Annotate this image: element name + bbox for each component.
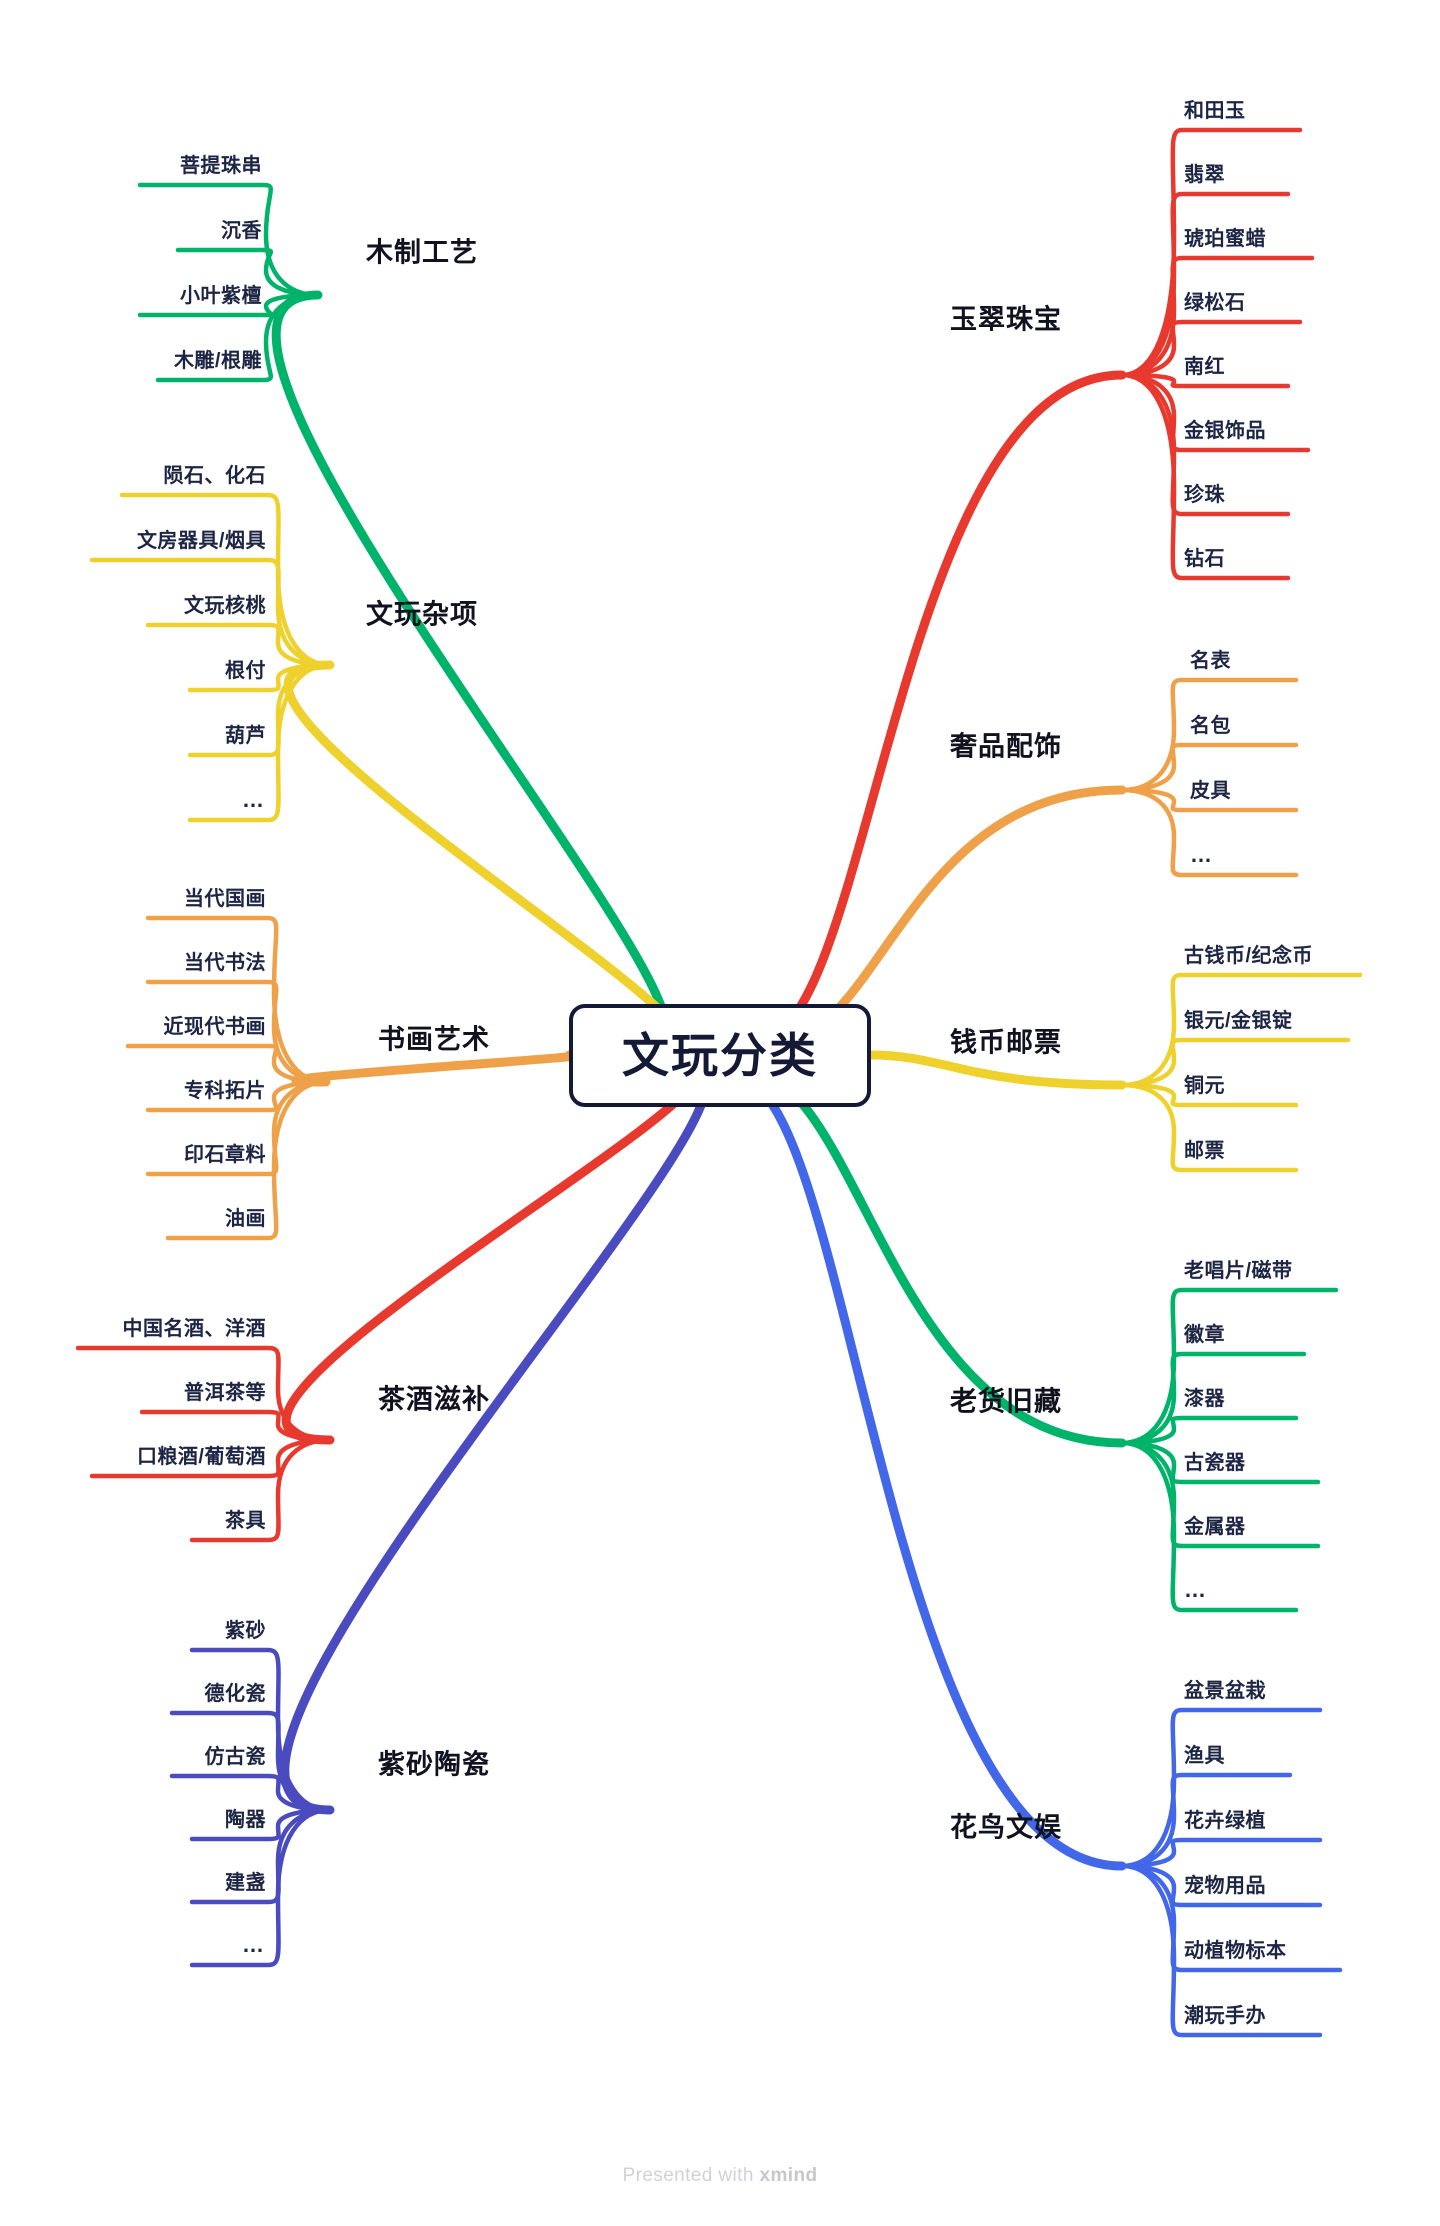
subtopic-misc-curios-3[interactable]: 根付 (225, 660, 266, 682)
branch-trunk-flora-fauna-leisure (732, 1073, 1127, 1871)
main-topic-misc-curios[interactable]: 文玩杂项 (366, 599, 478, 630)
subtopic-coins-stamps-2[interactable]: 铜元 (1184, 1075, 1225, 1097)
central-topic-label: 文玩分类 (622, 1029, 818, 1082)
subtopic-flora-fauna-leisure-5[interactable]: 潮玩手办 (1184, 2005, 1266, 2027)
subtopic-jade-jewelry-2[interactable]: 琥珀蜜蜡 (1184, 228, 1266, 250)
subtopic-old-antiques-4[interactable]: 金属器 (1184, 1516, 1246, 1538)
leaf-connector-zisha-ceramics-0 (189, 1647, 333, 1813)
subtopic-coins-stamps-0[interactable]: 古钱币/纪念币 (1184, 945, 1314, 967)
subtopic-tea-wine-tonic-0[interactable]: 中国名酒、洋酒 (122, 1318, 266, 1340)
leaf-connector-jade-jewelry-1 (1119, 191, 1291, 378)
subtopic-old-antiques-5[interactable]: … (1184, 1577, 1208, 1602)
subtopic-luxury-accessories-2[interactable]: 皮具 (1190, 780, 1231, 802)
subtopic-zisha-ceramics-0[interactable]: 紫砂 (225, 1620, 266, 1642)
leaf-connector-misc-curios-0 (119, 492, 333, 668)
subtopic-jade-jewelry-4[interactable]: 南红 (1184, 356, 1225, 378)
subtopic-tea-wine-tonic-1[interactable]: 普洱茶等 (184, 1382, 266, 1404)
subtopic-old-antiques-0[interactable]: 老唱片/磁带 (1184, 1260, 1293, 1282)
subtopic-coins-stamps-3[interactable]: 邮票 (1184, 1140, 1225, 1162)
subtopic-flora-fauna-leisure-1[interactable]: 渔具 (1184, 1745, 1225, 1767)
subtopic-old-antiques-3[interactable]: 古瓷器 (1184, 1452, 1246, 1474)
subtopic-misc-curios-1[interactable]: 文房器具/烟具 (136, 530, 266, 552)
main-topic-painting-calligraphy[interactable]: 书画艺术 (378, 1024, 490, 1055)
leaf-connector-painting-calligraphy-2 (125, 1043, 329, 1085)
subtopic-painting-calligraphy-3[interactable]: 专科拓片 (184, 1080, 266, 1102)
subtopic-luxury-accessories-3[interactable]: … (1190, 842, 1214, 867)
branch-trunk-jade-jewelry (757, 370, 1127, 1042)
subtopic-tea-wine-tonic-3[interactable]: 茶具 (225, 1510, 266, 1532)
subtopic-tea-wine-tonic-2[interactable]: 口粮酒/葡萄酒 (136, 1446, 266, 1468)
leaf-connector-painting-calligraphy-0 (145, 915, 329, 1085)
main-topic-flora-fauna-leisure[interactable]: 花鸟文娱 (950, 1812, 1062, 1843)
main-topic-wood-crafts[interactable]: 木制工艺 (366, 237, 478, 268)
leaf-connector-misc-curios-2 (145, 622, 333, 668)
central-topic-node[interactable]: 文玩分类 (569, 1004, 871, 1107)
subtopic-wood-crafts-3[interactable]: 木雕/根雕 (173, 350, 262, 372)
watermark-prefix: Presented with (622, 2165, 760, 2186)
branch-trunk-painting-calligraphy (291, 1050, 582, 1087)
subtopic-zisha-ceramics-2[interactable]: 仿古瓷 (204, 1746, 266, 1768)
subtopic-zisha-ceramics-5[interactable]: … (242, 1932, 266, 1957)
subtopic-coins-stamps-1[interactable]: 银元/金银锭 (1184, 1010, 1293, 1032)
subtopic-misc-curios-4[interactable]: 葫芦 (225, 725, 266, 747)
leaf-connector-old-antiques-0 (1119, 1287, 1339, 1446)
leaf-connector-flora-fauna-leisure-2 (1119, 1837, 1323, 1869)
subtopic-flora-fauna-leisure-3[interactable]: 宠物用品 (1184, 1875, 1266, 1897)
watermark-brand: xmind (759, 2165, 818, 2186)
subtopic-jade-jewelry-1[interactable]: 翡翠 (1184, 164, 1225, 186)
subtopic-wood-crafts-1[interactable]: 沉香 (221, 220, 262, 242)
branch-trunk-wood-crafts (271, 290, 671, 1043)
subtopic-misc-curios-5[interactable]: … (242, 787, 266, 812)
subtopic-flora-fauna-leisure-0[interactable]: 盆景盆栽 (1184, 1680, 1266, 1702)
subtopic-painting-calligraphy-4[interactable]: 印石章料 (184, 1144, 266, 1166)
subtopic-painting-calligraphy-2[interactable]: 近现代书画 (163, 1016, 266, 1038)
subtopic-painting-calligraphy-5[interactable]: 油画 (225, 1208, 266, 1230)
xmind-watermark: Presented with xmind (0, 2165, 1440, 2187)
main-topic-luxury-accessories[interactable]: 奢品配饰 (950, 731, 1062, 762)
subtopic-painting-calligraphy-0[interactable]: 当代国画 (184, 888, 266, 910)
subtopic-jade-jewelry-0[interactable]: 和田玉 (1184, 100, 1246, 122)
main-topic-tea-wine-tonic[interactable]: 茶酒滋补 (378, 1384, 490, 1415)
leaf-connector-zisha-ceramics-2 (169, 1773, 333, 1813)
subtopic-zisha-ceramics-1[interactable]: 德化瓷 (204, 1683, 266, 1705)
subtopic-jade-jewelry-5[interactable]: 金银饰品 (1184, 420, 1266, 442)
subtopic-flora-fauna-leisure-2[interactable]: 花卉绿植 (1184, 1810, 1266, 1832)
leaf-connector-old-antiques-2 (1119, 1415, 1299, 1446)
leaf-connector-flora-fauna-leisure-0 (1119, 1707, 1323, 1869)
branch-trunk-misc-curios (283, 660, 684, 1047)
main-topic-coins-stamps[interactable]: 钱币邮票 (950, 1027, 1062, 1058)
branch-trunk-coins-stamps (866, 1050, 1127, 1090)
subtopic-jade-jewelry-7[interactable]: 钻石 (1184, 548, 1225, 570)
subtopic-old-antiques-2[interactable]: 漆器 (1184, 1388, 1225, 1410)
subtopic-wood-crafts-2[interactable]: 小叶紫檀 (180, 285, 262, 307)
main-topic-zisha-ceramics[interactable]: 紫砂陶瓷 (378, 1749, 490, 1780)
subtopic-jade-jewelry-6[interactable]: 珍珠 (1184, 484, 1225, 506)
subtopic-zisha-ceramics-4[interactable]: 建盏 (225, 1872, 266, 1894)
branch-trunk-tea-wine-tonic (281, 1067, 699, 1445)
subtopic-zisha-ceramics-3[interactable]: 陶器 (225, 1809, 266, 1831)
subtopic-old-antiques-1[interactable]: 徽章 (1184, 1324, 1225, 1346)
subtopic-luxury-accessories-1[interactable]: 名包 (1190, 715, 1231, 737)
leaf-connector-coins-stamps-1 (1119, 1037, 1351, 1088)
subtopic-wood-crafts-0[interactable]: 菩提珠串 (180, 155, 262, 177)
branch-trunk-old-antiques (743, 1067, 1127, 1448)
subtopic-misc-curios-0[interactable]: 陨石、化石 (163, 465, 266, 487)
subtopic-misc-curios-2[interactable]: 文玩核桃 (184, 595, 266, 617)
leaf-connector-tea-wine-tonic-1 (139, 1409, 333, 1443)
main-topic-old-antiques[interactable]: 老货旧藏 (950, 1386, 1062, 1417)
subtopic-jade-jewelry-3[interactable]: 绿松石 (1184, 292, 1246, 314)
subtopic-painting-calligraphy-1[interactable]: 当代书法 (184, 952, 266, 974)
subtopic-flora-fauna-leisure-4[interactable]: 动植物标本 (1184, 1940, 1287, 1962)
main-topic-jade-jewelry[interactable]: 玉翠珠宝 (950, 304, 1062, 335)
branch-trunk-zisha-ceramics (280, 1070, 711, 1815)
subtopic-luxury-accessories-0[interactable]: 名表 (1190, 650, 1231, 672)
